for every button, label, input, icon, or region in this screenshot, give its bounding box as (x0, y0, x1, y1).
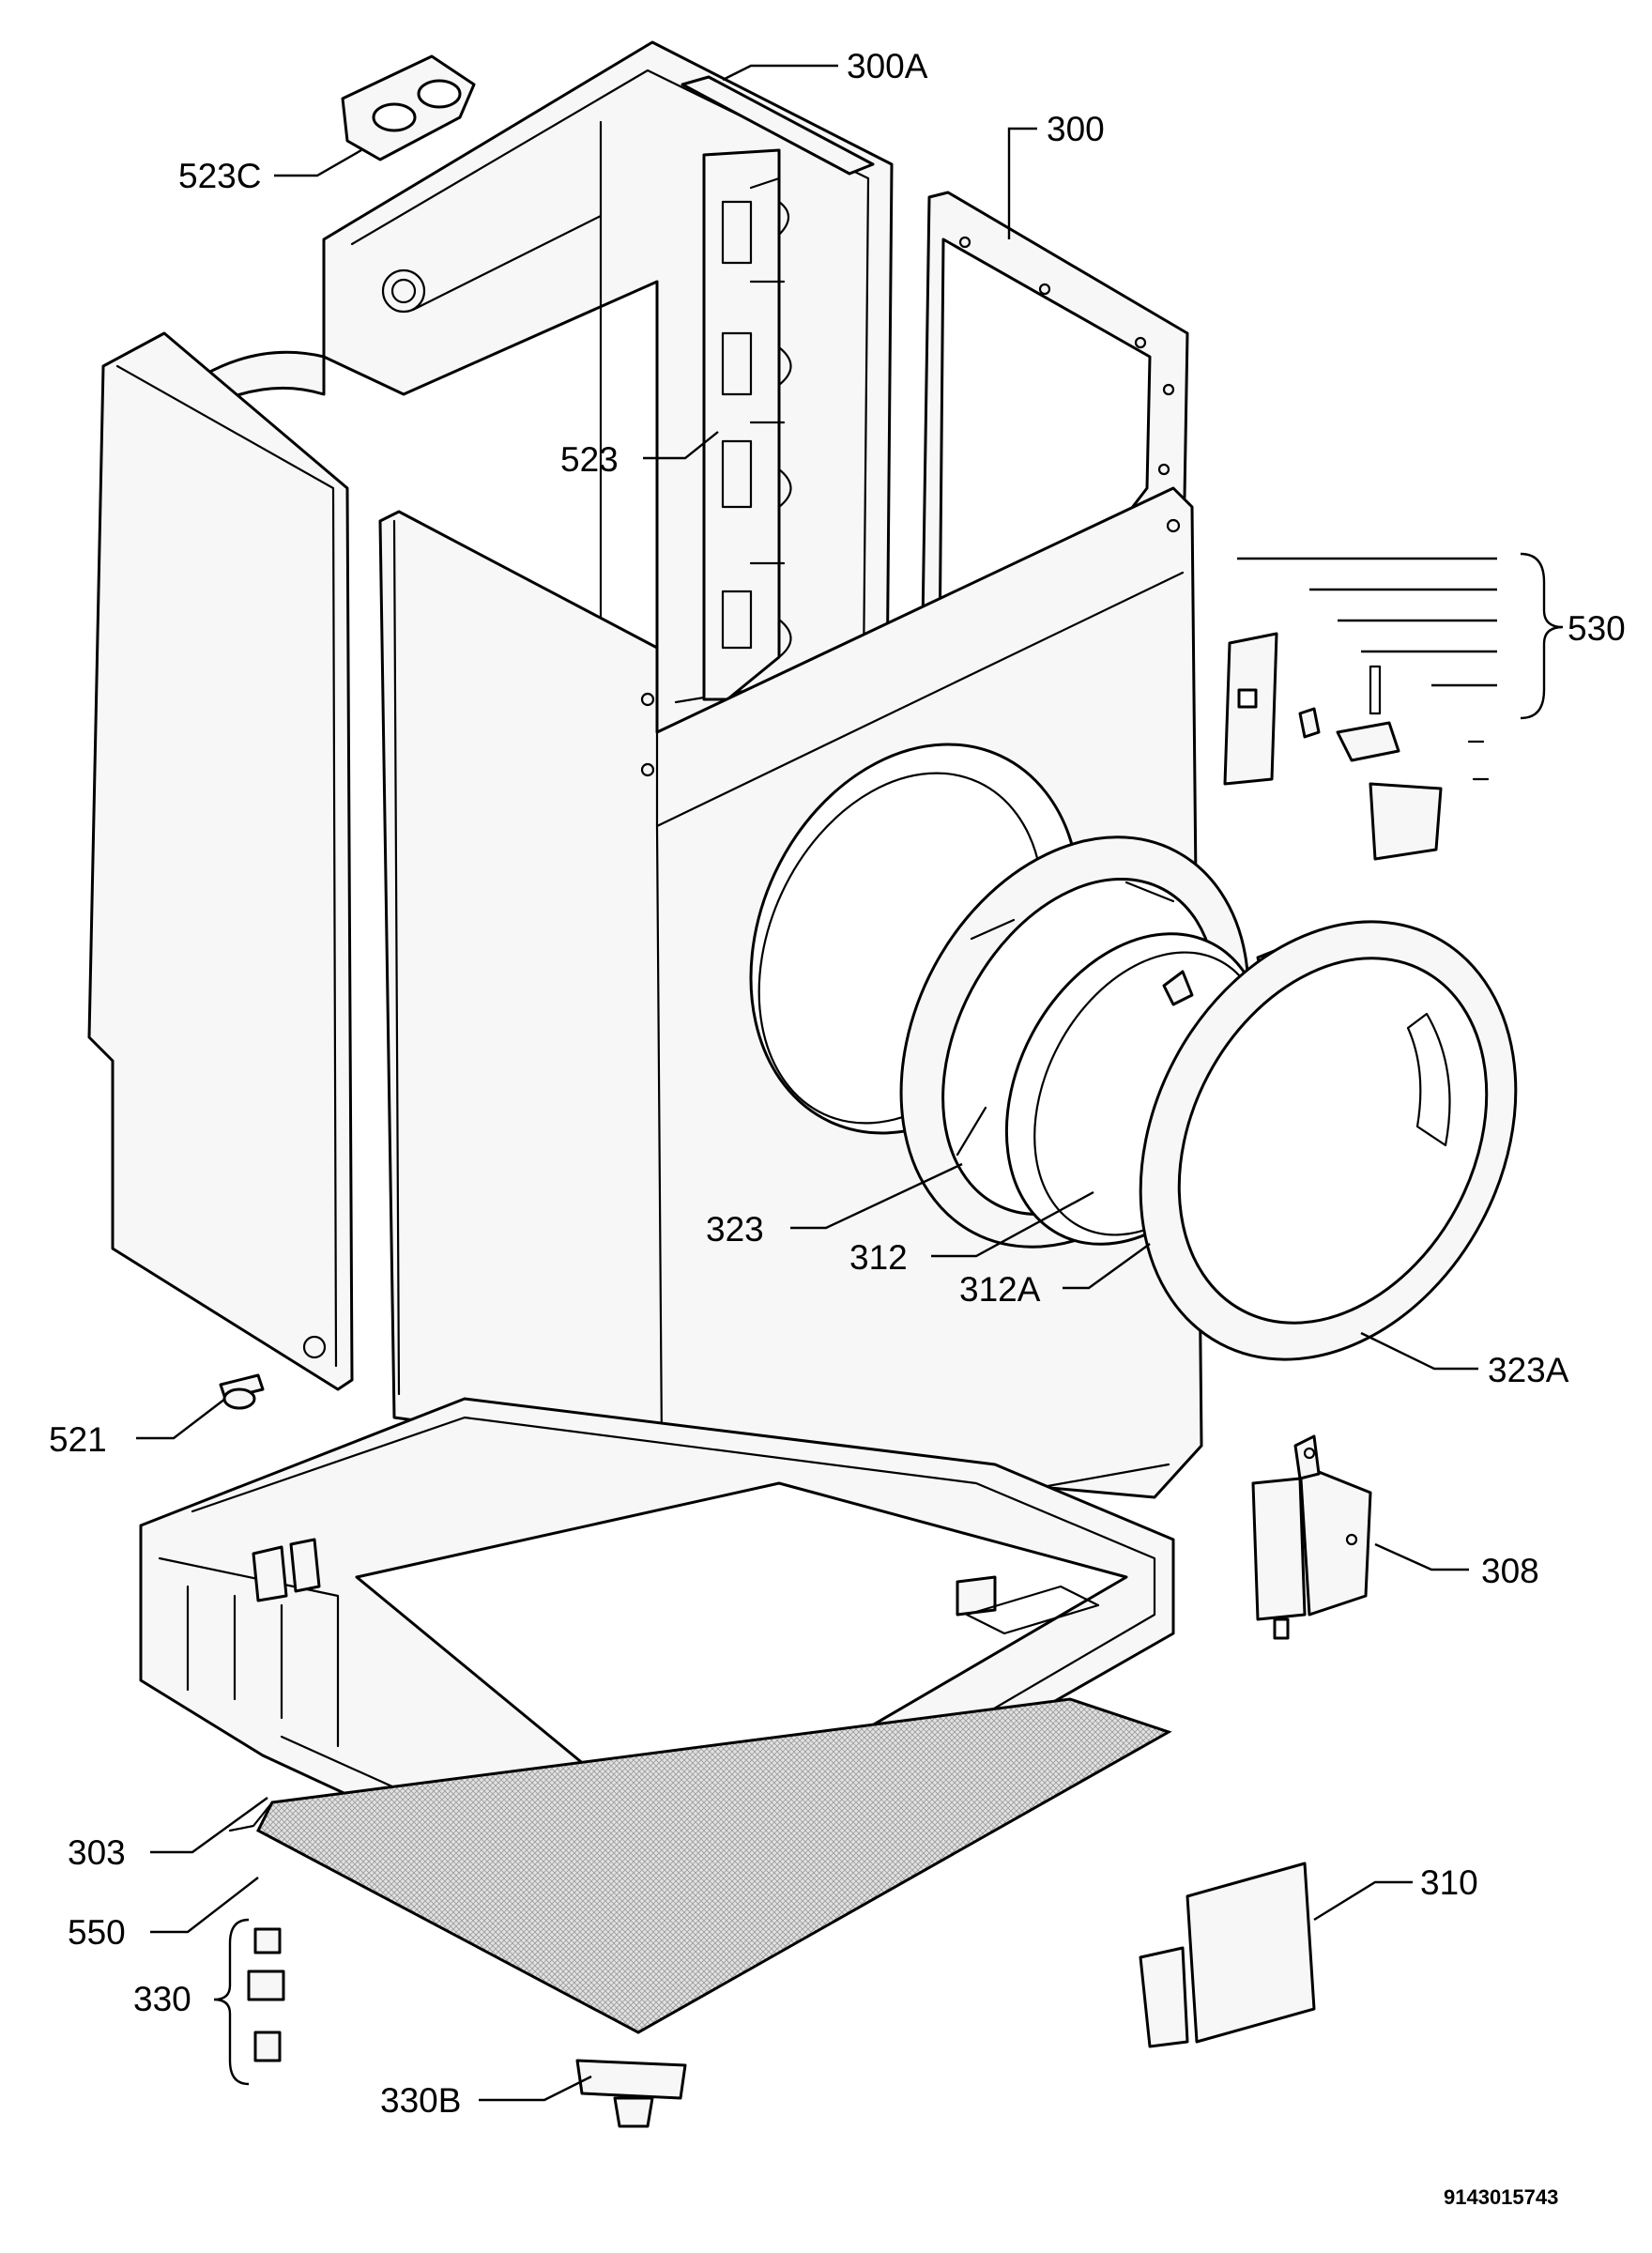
door-ring-323a (1139, 920, 1518, 1361)
cover-310 (1139, 1862, 1316, 2048)
door-lock-parts-530 (1223, 632, 1490, 861)
callout-300: 300 (1047, 110, 1105, 148)
callout-303: 303 (68, 1833, 126, 1872)
fixings-330 (247, 1927, 285, 2062)
callout-550: 550 (68, 1913, 126, 1952)
hinge-308 (1251, 1434, 1372, 1640)
callout-521: 521 (49, 1420, 107, 1459)
rear-bracket-523 (702, 148, 792, 701)
callout-530: 530 (1568, 609, 1626, 648)
bracket-523c (341, 54, 476, 161)
callout-310: 310 (1420, 1863, 1478, 1902)
callout-330b: 330B (380, 2081, 461, 2120)
callout-labels: 523C 300A 300 523 530 323 312 312A 323A … (49, 47, 1626, 2209)
callout-330: 330 (133, 1980, 191, 2018)
drawing-number: 9143015743 (1444, 2185, 1558, 2209)
callout-leaders (136, 64, 1564, 2102)
callout-300a: 300A (847, 47, 928, 85)
filter-mesh-550 (228, 1697, 1172, 2034)
foot-330b (575, 2059, 687, 2128)
callout-312: 312 (849, 1238, 908, 1277)
callout-523c: 523C (178, 157, 261, 195)
callout-308: 308 (1481, 1552, 1539, 1590)
callout-323: 323 (706, 1210, 764, 1249)
screw-521 (219, 1373, 265, 1410)
callout-312a: 312A (959, 1270, 1041, 1309)
left-side-panel (87, 331, 354, 1391)
top-strip-300a (681, 75, 875, 176)
callout-323a: 323A (1488, 1351, 1569, 1389)
callout-523: 523 (560, 440, 619, 479)
